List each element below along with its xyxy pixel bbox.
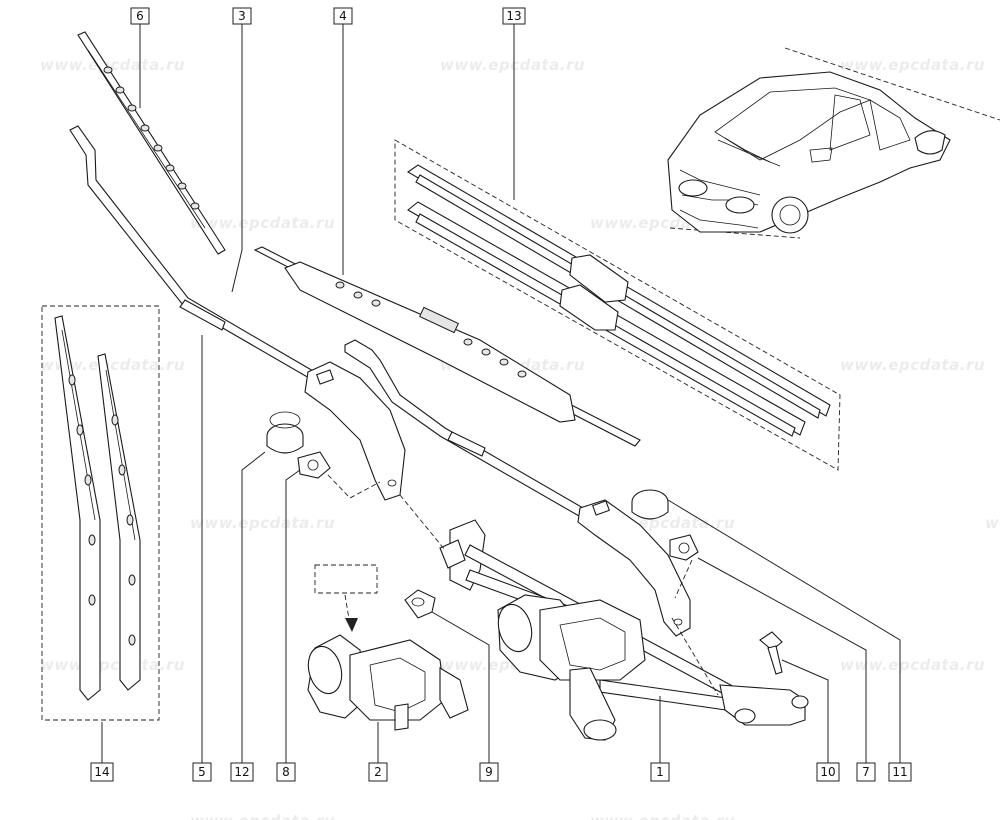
part-11-arm-cap-right <box>631 489 669 520</box>
part-10-bolt <box>759 631 783 675</box>
part-4-wiper-blade-spoiler <box>253 246 641 447</box>
svg-text:10: 10 <box>820 765 835 779</box>
svg-text:7: 7 <box>862 765 870 779</box>
part-9-grommet <box>404 589 436 619</box>
svg-text:4: 4 <box>339 9 347 23</box>
part-6-wiper-blade-insert <box>77 31 226 255</box>
svg-text:1: 1 <box>656 765 664 779</box>
svg-text:6: 6 <box>136 9 144 23</box>
callout-14: 14 <box>90 762 114 782</box>
car-illustration <box>667 47 1000 239</box>
callout-1: 1 <box>650 762 670 782</box>
part-7-nut-right <box>669 534 699 561</box>
part-8-nut-left <box>297 451 331 479</box>
watermark: www.epcdata.ru <box>190 214 335 232</box>
leader-lines <box>101 24 901 763</box>
wiper-arm-right <box>344 339 691 637</box>
part-1-wiper-linkage <box>399 494 809 741</box>
svg-text:2: 2 <box>374 765 382 779</box>
callout-11: 11 <box>888 762 912 782</box>
callout-8: 8 <box>276 762 296 782</box>
watermark: www.epcdata.ru <box>840 656 985 674</box>
part-2-wiper-motor <box>307 564 469 731</box>
callout-12: 12 <box>230 762 254 782</box>
watermark: www.epcdata.ru <box>40 656 185 674</box>
watermark: www.epcdata.ru <box>590 812 735 820</box>
part-13-wiper-blade-set <box>394 139 841 471</box>
watermark: www.epcdata.ru <box>190 514 335 532</box>
svg-text:14: 14 <box>94 765 109 779</box>
assembly-line <box>674 559 693 599</box>
svg-text:3: 3 <box>238 9 246 23</box>
watermark: www.epcdata.ru <box>440 56 585 74</box>
svg-text:13: 13 <box>506 9 521 23</box>
callout-6: 6 <box>130 7 150 25</box>
watermark: www.epcdata.ru <box>40 56 185 74</box>
watermark: www.epcdata.ru <box>985 514 1000 532</box>
callout-7: 7 <box>856 762 876 782</box>
svg-text:9: 9 <box>485 765 493 779</box>
svg-text:8: 8 <box>282 765 290 779</box>
callout-3: 3 <box>232 7 252 25</box>
watermark: www.epcdata.ru <box>840 56 985 74</box>
svg-text:12: 12 <box>234 765 249 779</box>
callout-2: 2 <box>368 762 388 782</box>
callout-10: 10 <box>816 762 840 782</box>
callout-13: 13 <box>502 7 526 25</box>
assembly-line <box>327 474 381 499</box>
callout-4: 4 <box>333 7 353 25</box>
svg-text:5: 5 <box>198 765 206 779</box>
part-12-arm-cap-left <box>266 411 304 454</box>
part-5-wiper-arm-left <box>69 125 406 501</box>
svg-text:11: 11 <box>892 765 907 779</box>
callout-9: 9 <box>479 762 499 782</box>
callout-5: 5 <box>192 762 212 782</box>
watermark: www.epcdata.ru <box>40 356 185 374</box>
watermark: www.epcdata.ru <box>190 812 335 820</box>
watermark: www.epcdata.ru <box>840 356 985 374</box>
part-14-wiper-blade-pair <box>41 305 160 721</box>
